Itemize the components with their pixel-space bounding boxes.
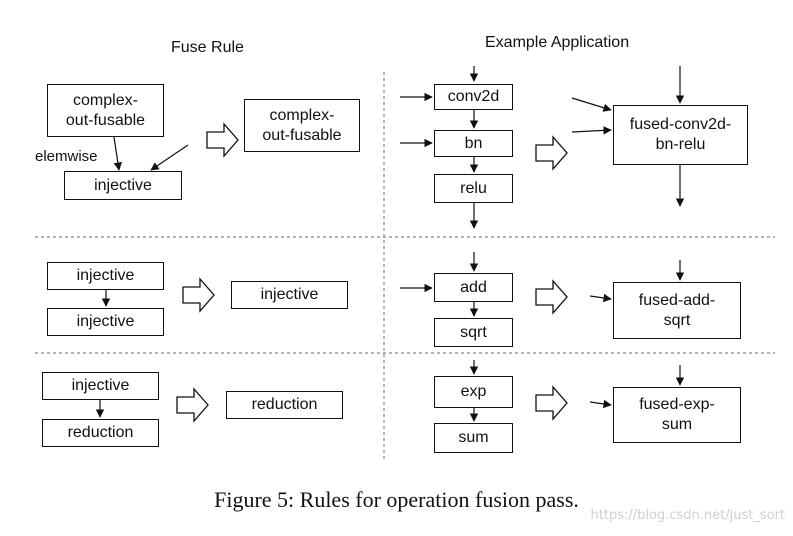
fuse-arrow-rule2 (182, 277, 215, 313)
complex-out-fusable-node: complex- out-fusable (47, 84, 164, 137)
reduction-text: reduction (67, 424, 134, 441)
sum-text: sum (458, 429, 489, 446)
fuse-arrow-example3 (535, 385, 568, 421)
arrow-side-fused-add (589, 293, 612, 303)
fused-add-sqrt-text: fused-add- sqrt (638, 291, 716, 329)
relu-text: relu (460, 179, 487, 197)
fuse-rule-heading: Fuse Rule (171, 39, 244, 56)
bn-text: bn (464, 134, 483, 152)
elemwise-label: elemwise (35, 148, 98, 165)
conv2d-node: conv2d (434, 84, 513, 110)
watermark-text: https://blog.csdn.net/just_sort (590, 508, 785, 523)
arrow-complex-to-injective (113, 136, 123, 171)
exp-node: exp (434, 376, 513, 408)
injective-node-bottom: injective (47, 308, 164, 336)
injective-top-text: injective (76, 267, 135, 284)
fuse-arrow-rule3 (176, 387, 209, 423)
injective-node-top: injective (47, 262, 164, 290)
fused-conv2d-bn-relu-node: fused-conv2d- bn-relu (613, 105, 748, 165)
arrow-external-to-injective (150, 144, 189, 171)
complex-out-fusable-text: complex- out-fusable (65, 91, 146, 129)
fuse-arrow-example1 (535, 135, 568, 171)
conv2d-text: conv2d (447, 88, 500, 105)
sqrt-text: sqrt (460, 323, 487, 341)
sqrt-node: sqrt (434, 318, 513, 347)
fused-conv2d-bn-relu-text: fused-conv2d- bn-relu (629, 116, 732, 153)
injective-node-rule1: injective (64, 171, 182, 200)
injective-result: injective (231, 281, 348, 309)
relu-node: relu (434, 174, 513, 203)
figure-caption: Figure 5: Rules for operation fusion pas… (214, 487, 579, 512)
exp-text: exp (460, 383, 487, 400)
complex-out-fusable-result-text: complex- out-fusable (262, 106, 342, 144)
reduction-result-text: reduction (251, 396, 318, 413)
injective-bottom-text: injective (76, 313, 135, 330)
complex-out-fusable-result: complex- out-fusable (244, 99, 360, 152)
add-text: add (460, 278, 487, 296)
injective-rule3-text: injective (71, 377, 130, 394)
arrow-side1-fused-conv (571, 97, 612, 112)
reduction-node: reduction (42, 419, 159, 447)
fused-exp-sum-text: fused-exp- sum (639, 396, 715, 433)
example-application-heading: Example Application (485, 34, 630, 51)
injective-node-rule3: injective (42, 372, 159, 400)
arrow-side-fused-exp (589, 399, 612, 409)
reduction-result: reduction (226, 391, 343, 419)
sum-node: sum (434, 423, 513, 453)
fused-add-sqrt-node: fused-add- sqrt (613, 282, 741, 339)
injective-text: injective (94, 176, 152, 194)
fused-exp-sum-node: fused-exp- sum (613, 387, 741, 443)
bn-node: bn (434, 130, 513, 157)
add-node: add (434, 273, 513, 302)
arrow-side2-fused-conv (571, 126, 612, 135)
injective-result-text: injective (260, 286, 319, 303)
fuse-arrow-rule1 (206, 122, 239, 158)
fuse-arrow-example2 (535, 279, 568, 315)
